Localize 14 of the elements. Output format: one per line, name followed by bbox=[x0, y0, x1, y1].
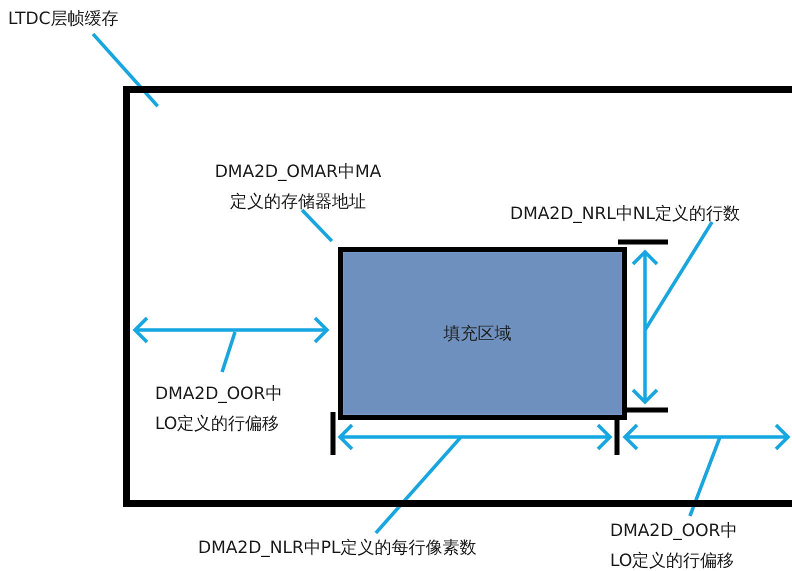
line-offset-label: DMA2D_OOR中LO定义的行偏移 bbox=[610, 516, 740, 571]
leader-line bbox=[688, 436, 722, 517]
frame-label: LTDC层帧缓存 bbox=[8, 4, 158, 34]
line-count-label: DMA2D_NRL中NL定义的行数 bbox=[510, 199, 792, 229]
leader-line bbox=[300, 208, 334, 242]
leader-line bbox=[374, 436, 462, 534]
line-offset-label: DMA2D_OOR中LO定义的行偏移 bbox=[155, 379, 285, 439]
address-label: DMA2D_OMAR中MA定义的存储器地址 bbox=[213, 157, 383, 217]
leader-line bbox=[644, 221, 714, 331]
pixels-per-line-label: DMA2D_NLR中PL定义的每行像素数 bbox=[198, 533, 558, 563]
frame-box bbox=[123, 86, 792, 507]
leader-line bbox=[92, 32, 159, 108]
fill-area: 填充区域 bbox=[338, 247, 627, 420]
leader-line bbox=[220, 331, 237, 373]
